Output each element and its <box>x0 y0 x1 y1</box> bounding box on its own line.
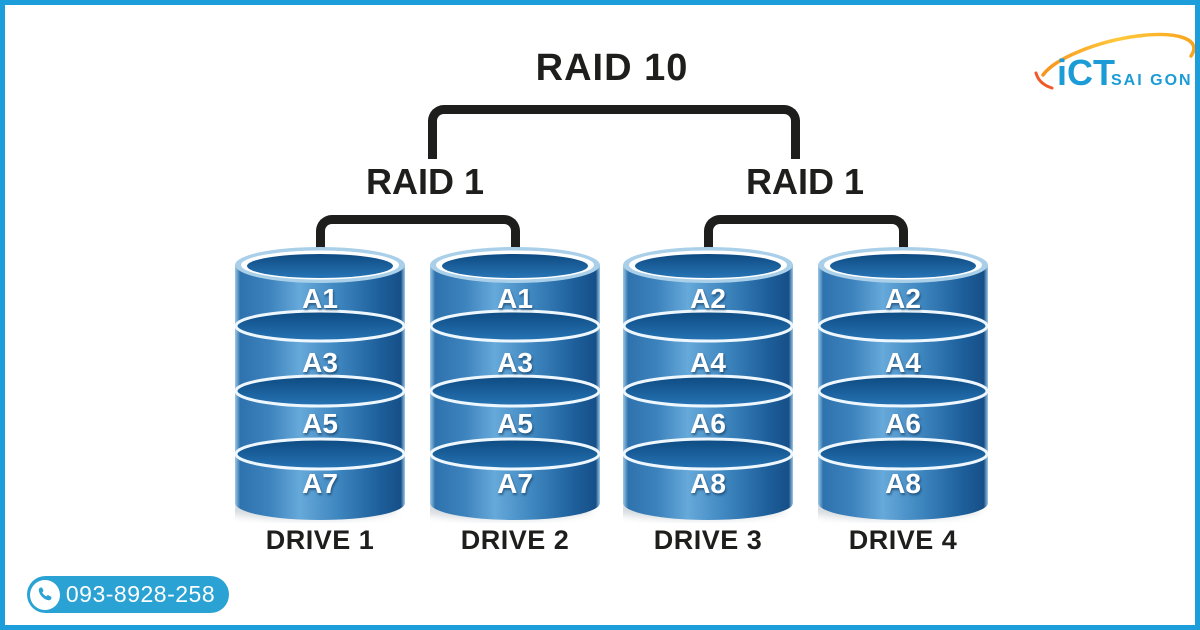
drive-block-label: A3 <box>302 347 338 378</box>
drive-cylinder-1: A1 A3 A5 A7 <box>235 245 405 523</box>
drive-block-label: A5 <box>497 408 533 439</box>
logo-swoosh-icon <box>1041 32 1195 77</box>
drive-block-label: A8 <box>885 468 921 499</box>
phone-icon-circle <box>30 579 60 610</box>
drive-block-label: A1 <box>497 283 533 314</box>
drive-block-label: A7 <box>302 468 338 499</box>
drive-name-1: DRIVE 1 <box>265 525 375 555</box>
drive-block-label: A1 <box>302 283 338 314</box>
raid10-title: RAID 10 <box>535 47 689 89</box>
logo-swoosh-tip-icon <box>1034 71 1054 90</box>
drive-block-label: A7 <box>497 468 533 499</box>
raid1-label-right: RAID 1 <box>745 161 865 202</box>
drive-name-3: DRIVE 3 <box>653 525 763 555</box>
raid1-bracket-right-connector <box>704 215 908 270</box>
disk-cylinder-graphic <box>623 247 793 520</box>
logo-text-secondary: SAI GON <box>1111 72 1193 89</box>
drive-cylinder-3: A2 A4 A6 A8 <box>623 245 793 523</box>
logo-text-primary: iCT <box>1057 52 1115 93</box>
drive-block-label: A2 <box>885 283 921 314</box>
company-logo: iCT SAI GON <box>1033 29 1195 99</box>
phone-handset-icon <box>38 587 51 601</box>
raid10-bracket-connector <box>428 105 800 159</box>
disk-cylinder-graphic <box>235 247 405 520</box>
drive-block-label: A6 <box>690 408 726 439</box>
drive-block-label: A4 <box>690 347 726 378</box>
drive-name-4: DRIVE 4 <box>848 525 958 555</box>
drive-cylinder-2: A1 A3 A5 A7 <box>430 245 600 523</box>
raid1-label-left: RAID 1 <box>365 161 485 202</box>
phone-contact-pill[interactable]: 093-8928-258 <box>27 576 229 613</box>
drive-block-label: A5 <box>302 408 338 439</box>
drive-block-label: A2 <box>690 283 726 314</box>
phone-number: 093-8928-258 <box>65 581 216 607</box>
drive-block-label: A3 <box>497 347 533 378</box>
drive-block-label: A8 <box>690 468 726 499</box>
drive-cylinder-4: A2 A4 A6 A8 <box>818 245 988 523</box>
drive-block-label: A6 <box>885 408 921 439</box>
disk-cylinder-graphic <box>818 247 988 520</box>
drive-block-label: A4 <box>885 347 921 378</box>
disk-cylinder-graphic <box>430 247 600 520</box>
raid1-bracket-left-connector <box>316 215 520 270</box>
drive-name-2: DRIVE 2 <box>460 525 570 555</box>
